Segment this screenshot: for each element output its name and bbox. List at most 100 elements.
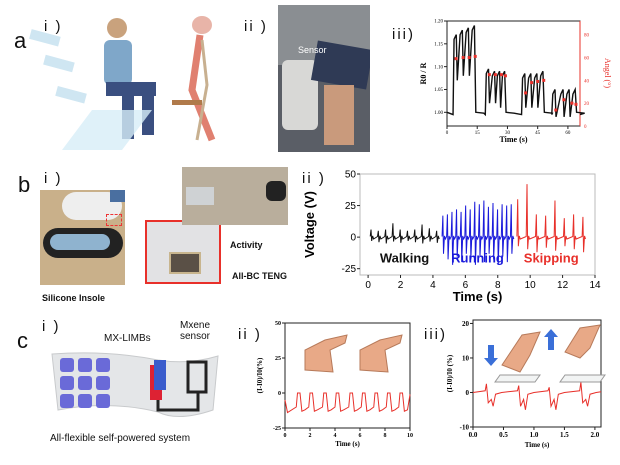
angle-marker [574, 102, 578, 106]
y-tick-label: 50 [275, 321, 281, 327]
y-tick-label: 1.15 [434, 42, 443, 47]
x-tick-label: 10 [407, 433, 413, 439]
y-tick-label: 0 [350, 232, 356, 243]
hand-release-illustration [564, 324, 601, 359]
plot-frame [472, 319, 602, 428]
flexible-device-illustration [51, 352, 219, 417]
silicone-insole-label: Silicone Insole [42, 293, 106, 303]
y-axis-label: (I-I0)/I0(%) [256, 357, 264, 393]
x-tick-label: 14 [589, 280, 601, 291]
person-illustration [29, 16, 216, 150]
teng-label: All-BC TENG [232, 271, 287, 281]
x-tick-label: 4 [430, 280, 436, 291]
series-label-running: Running [451, 250, 504, 265]
series-label-walking: Walking [380, 250, 429, 265]
x-tick-label: 2.0 [591, 431, 600, 439]
mxene-sensor-label: Mxene sensor [179, 320, 210, 342]
angle-marker [524, 91, 528, 95]
angle-marker [493, 73, 497, 77]
y2-tick-label: 0 [584, 125, 587, 130]
angle-marker [454, 57, 458, 61]
arrow-down-icon [484, 345, 498, 366]
x-axis-label: Time (s) [335, 440, 360, 448]
teng-inset-photo [145, 220, 221, 284]
y-axis-label: R0 / R [419, 62, 428, 84]
plot-frame [359, 173, 596, 276]
x-tick-label: 10 [525, 280, 537, 291]
angle-marker [473, 54, 477, 58]
angle-marker [487, 73, 491, 77]
angle-marker [499, 73, 503, 77]
panel-label-c: c [17, 328, 28, 353]
plot-frame [446, 20, 581, 127]
system-caption: All-flexible self-powered system [50, 433, 191, 444]
y-tick-label: 25 [275, 356, 281, 362]
solar-cells [60, 358, 110, 408]
finger-straight-illustration [304, 334, 348, 373]
y-tick-label: 20 [462, 320, 470, 328]
x-tick-label: 12 [557, 280, 569, 291]
y-tick-label: 0 [466, 389, 470, 397]
x-tick-label: 0.0 [469, 431, 478, 439]
angle-marker [467, 56, 471, 60]
y-tick-label: -10 [460, 423, 470, 431]
activity-label: Activity [230, 240, 263, 250]
resistance-series [446, 25, 585, 118]
angle-marker [554, 108, 558, 112]
y-tick-label: 1.05 [434, 88, 443, 93]
subpanel-label-a-i: i ) [44, 18, 63, 35]
finger-bent-illustration [359, 334, 403, 373]
x-tick-label: 8 [495, 280, 501, 291]
x-axis-label: Time (s) [453, 289, 503, 304]
hand-press-illustration [501, 331, 541, 373]
x-tick-label: 1.5 [560, 431, 569, 439]
y-axis-label: (I-I0)/I0 (%) [446, 354, 454, 392]
angle-marker [570, 101, 574, 105]
y-tick-label: 1.10 [434, 65, 443, 70]
y-tick-label: -25 [273, 426, 281, 432]
finger-bending-series [284, 392, 411, 414]
y2-tick-label: 40 [584, 79, 590, 84]
x-tick-label: 8 [384, 433, 387, 439]
sensor-pad [559, 374, 606, 383]
x-tick-label: 6 [359, 433, 362, 439]
subpanel-label-c-ii: ii ) [238, 326, 262, 343]
x-tick-label: 2 [398, 280, 404, 291]
x-tick-label: 0 [365, 280, 371, 291]
x-tick-label: 6 [463, 280, 469, 291]
voltage-series-running [441, 200, 515, 265]
y2-tick-label: 60 [584, 57, 590, 62]
y-tick-label: 10 [462, 354, 470, 362]
activity-photo [182, 167, 288, 225]
angle-marker [503, 74, 507, 78]
y-tick-label: -25 [342, 264, 357, 275]
angle-marker [461, 56, 465, 60]
y-tick-label: 1.20 [434, 20, 443, 25]
series-label-skipping: Skipping [524, 250, 579, 265]
voltage-series-skipping [516, 184, 586, 253]
x-tick-label: 15 [475, 131, 481, 136]
subpanel-label-a-iii: iii) [392, 26, 415, 43]
angle-marker [562, 98, 566, 102]
x-tick-label: 30 [505, 131, 511, 136]
x-axis-label: Time (s) [525, 441, 550, 449]
plot-frame [284, 322, 411, 429]
y-axis-label: Voltage (V) [302, 191, 317, 258]
sandal-photo [40, 190, 125, 285]
panel-label-a: a [14, 28, 27, 53]
y2-axis-label: Angel (°) [603, 58, 612, 88]
subpanel-label-c-i: i ) [42, 318, 61, 335]
x-tick-label: 45 [535, 131, 541, 136]
knee-sensor-illustration [22, 10, 234, 152]
x-tick-label: 0 [284, 433, 287, 439]
x-tick-label: 4 [334, 433, 337, 439]
sensor-label: Sensor [298, 45, 327, 55]
x-tick-label: 0 [446, 131, 449, 136]
x-axis-label: Time (s) [499, 135, 527, 144]
knee-flexion-photo: Sensor [278, 5, 370, 152]
